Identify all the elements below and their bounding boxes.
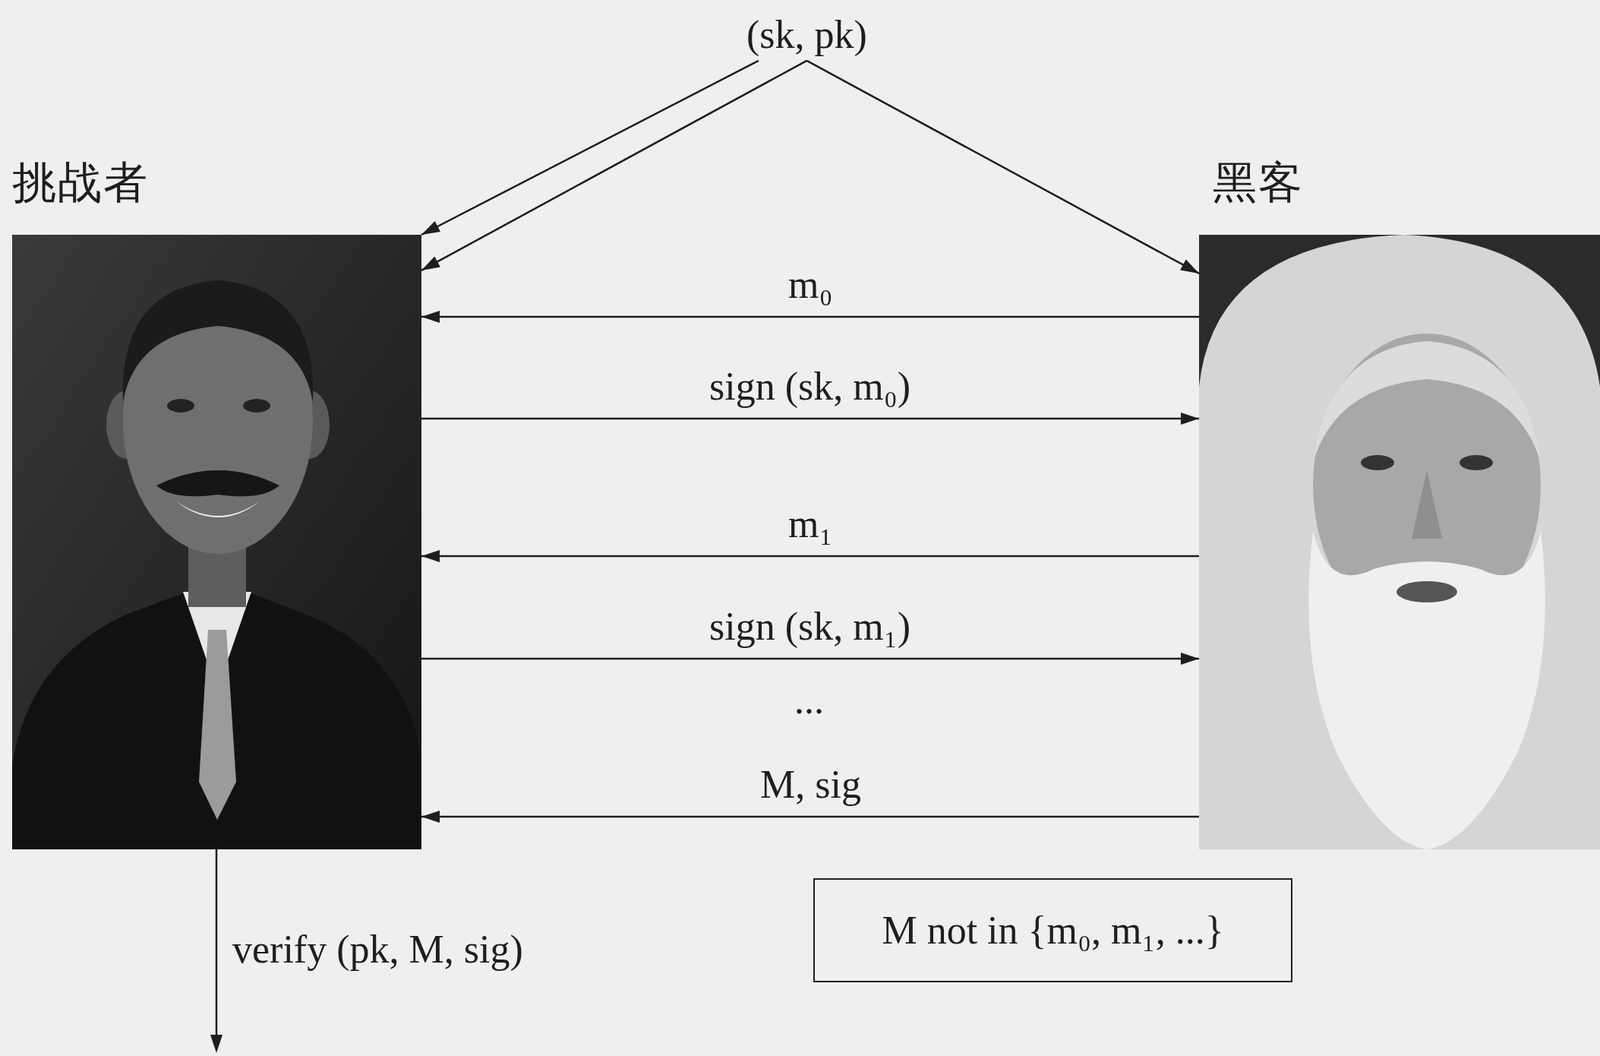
portrait-photo xyxy=(12,234,422,849)
hair xyxy=(1199,234,1600,849)
suit xyxy=(12,591,422,849)
arrowhead xyxy=(421,220,441,235)
hacker-photo: 黑客 xyxy=(1199,234,1600,849)
arrowhead xyxy=(421,810,440,823)
beard xyxy=(1308,530,1545,849)
nose xyxy=(1411,470,1443,539)
connector xyxy=(421,60,759,235)
node-text: M not in {m₀, m₁, ...} xyxy=(881,907,1224,954)
connector xyxy=(421,652,1200,665)
challenger-photo: 挑战者 xyxy=(12,234,422,849)
connector-line xyxy=(421,417,1200,420)
node-text: (sk, pk) xyxy=(746,12,868,58)
edge-label: M, sig xyxy=(755,761,866,808)
connector-line xyxy=(421,60,807,271)
connector-line xyxy=(421,555,1200,558)
edge-label: m₁ xyxy=(783,501,838,547)
edge-label: sign (sk, m₁) xyxy=(704,603,916,650)
connector xyxy=(421,810,1200,823)
arrowhead xyxy=(210,1034,223,1053)
hair xyxy=(123,280,314,402)
connector xyxy=(421,412,1200,425)
ellipsis: ... xyxy=(789,677,829,723)
key-pair-label: (sk, pk) xyxy=(746,12,868,58)
connector xyxy=(421,310,1200,323)
arrowhead xyxy=(1180,258,1200,273)
eye xyxy=(1360,454,1395,471)
connector xyxy=(806,60,1200,274)
mustache xyxy=(156,470,280,496)
condition-box: M not in {m₀, m₁, ...} xyxy=(813,877,1293,982)
verify-label: verify (pk, M, sig) xyxy=(227,926,528,972)
arrowhead xyxy=(421,255,441,270)
portrait-photo xyxy=(1199,234,1600,849)
arrowhead xyxy=(1180,412,1200,425)
edge-label: m₀ xyxy=(783,261,838,308)
connector-line xyxy=(421,315,1200,319)
connector-line xyxy=(421,815,1200,818)
tie xyxy=(198,629,237,820)
edge-label: sign (sk, m₀) xyxy=(704,363,916,410)
heading-text: 黑客 xyxy=(1212,158,1304,208)
mouth xyxy=(1396,580,1458,603)
eye xyxy=(242,398,271,413)
eye xyxy=(1459,454,1493,471)
eye xyxy=(167,398,195,413)
connector xyxy=(421,60,807,271)
photo-background xyxy=(1199,234,1600,849)
arrowhead xyxy=(421,310,440,323)
arrowhead xyxy=(1180,652,1200,665)
connector-line xyxy=(421,657,1200,660)
photo-background xyxy=(12,234,422,849)
smile xyxy=(175,500,261,518)
hair xyxy=(1312,340,1541,463)
verify-line xyxy=(215,848,218,1039)
connector xyxy=(421,549,1200,562)
connector-line xyxy=(421,60,759,235)
connector-line xyxy=(806,60,1200,274)
arrowhead xyxy=(421,549,440,562)
heading-text: 挑战者 xyxy=(12,158,149,208)
